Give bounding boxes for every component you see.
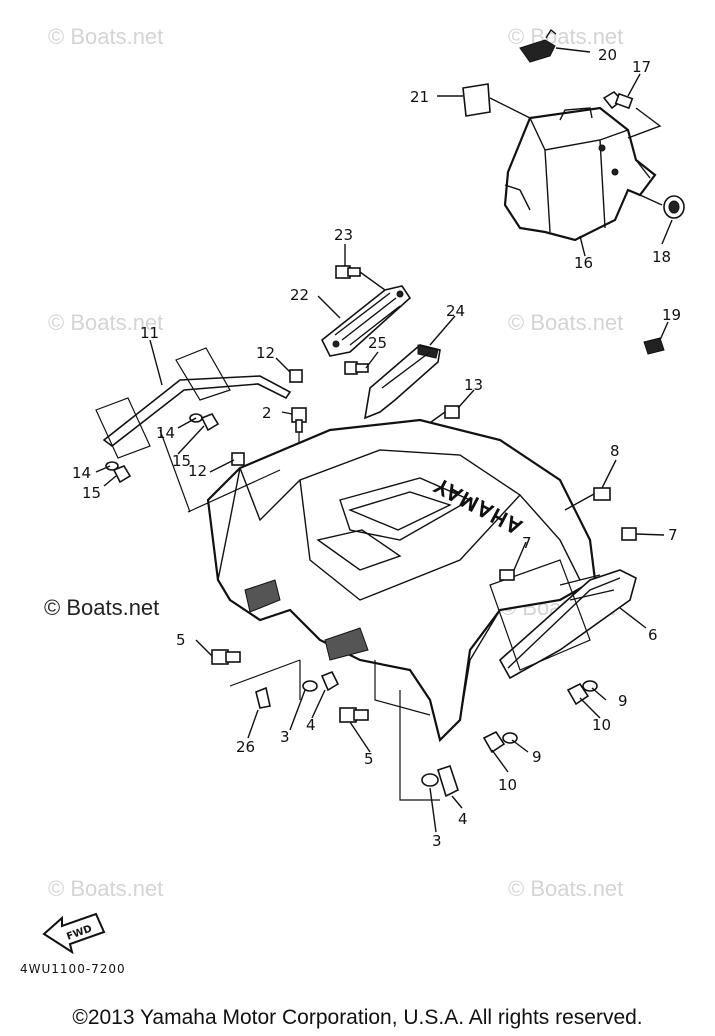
copyright-notice: ©2013 Yamaha Motor Corporation, U.S.A. A… — [72, 1006, 643, 1029]
callout-10: 10 — [592, 716, 611, 734]
callout-12: 12 — [256, 344, 275, 362]
callout-5: 5 — [364, 750, 374, 768]
callout-19: 19 — [662, 306, 681, 324]
part-10-nut — [482, 682, 590, 754]
watermark: © Boats.net — [48, 24, 164, 49]
callout-13: 13 — [464, 376, 483, 394]
callout-2: 2 — [262, 404, 272, 422]
leader-lines — [95, 47, 673, 833]
callout-4: 4 — [306, 716, 316, 734]
part-26-plate — [229, 659, 301, 709]
watermark: © Boats.net — [508, 876, 624, 901]
callout-26: 26 — [236, 738, 255, 756]
part-7-bolt — [499, 527, 637, 581]
part-21-label — [462, 83, 531, 119]
callout-24: 24 — [446, 302, 465, 320]
part-17-bolt — [602, 90, 662, 139]
callout-8: 8 — [610, 442, 620, 460]
watermark: © Boats.net — [48, 876, 164, 901]
part-18-nut — [639, 194, 685, 219]
callout-12: 12 — [188, 462, 207, 480]
watermark: © Boats.net — [48, 310, 164, 335]
part-5-bolt — [211, 649, 369, 723]
part-6-rear-panel — [489, 559, 637, 680]
part-25-bolt — [344, 361, 369, 375]
part-12-bolt — [231, 369, 303, 466]
part-9-washer — [502, 680, 598, 744]
callout-4: 4 — [458, 810, 468, 828]
callout-23: 23 — [334, 226, 353, 244]
callout-17: 17 — [632, 58, 651, 76]
callout-15: 15 — [82, 484, 101, 502]
callout-18: 18 — [652, 248, 671, 266]
part-diagram-code: 4WU1100-7200 — [20, 962, 126, 976]
callout-9: 9 — [532, 748, 542, 766]
callout-15: 15 — [172, 452, 191, 470]
callout-14: 14 — [156, 424, 175, 442]
callout-5: 5 — [176, 631, 186, 649]
callout-9: 9 — [618, 692, 628, 710]
callout-22: 22 — [290, 286, 309, 304]
part-3-washer — [302, 680, 439, 787]
callout-3: 3 — [280, 728, 290, 746]
callout-14: 14 — [72, 464, 91, 482]
part-8-bolt — [564, 487, 611, 511]
part-23-bolt — [335, 265, 386, 291]
part-19-pad — [643, 337, 665, 355]
callout-6: 6 — [648, 626, 658, 644]
part-16-tool-box — [503, 106, 657, 242]
part-15-nut — [112, 413, 220, 484]
callout-20: 20 — [598, 46, 617, 64]
part-11-grab-bar — [95, 347, 292, 459]
callout-3: 3 — [432, 832, 442, 850]
callout-25: 25 — [368, 334, 387, 352]
callout-7: 7 — [522, 534, 532, 552]
callout-11: 11 — [140, 324, 159, 342]
part-4-nut — [320, 670, 459, 798]
callout-10: 10 — [498, 776, 517, 794]
callout-21: 21 — [410, 88, 429, 106]
watermark: © Boats.net — [508, 24, 624, 49]
fwd-arrow-icon: FWD — [42, 912, 106, 955]
callout-16: 16 — [574, 254, 593, 272]
part-20-clip — [519, 28, 557, 63]
callout-7: 7 — [668, 526, 678, 544]
callout-labels: 20 21 17 16 18 23 22 24 25 19 11 12 2 13… — [72, 46, 681, 850]
watermark: © Boats.net — [44, 595, 160, 621]
part-24-bracket — [363, 344, 441, 420]
watermark: © Boats.net — [508, 310, 624, 335]
part-22-plate — [320, 285, 412, 357]
rear-fender-body: YAMAHA — [206, 418, 597, 743]
